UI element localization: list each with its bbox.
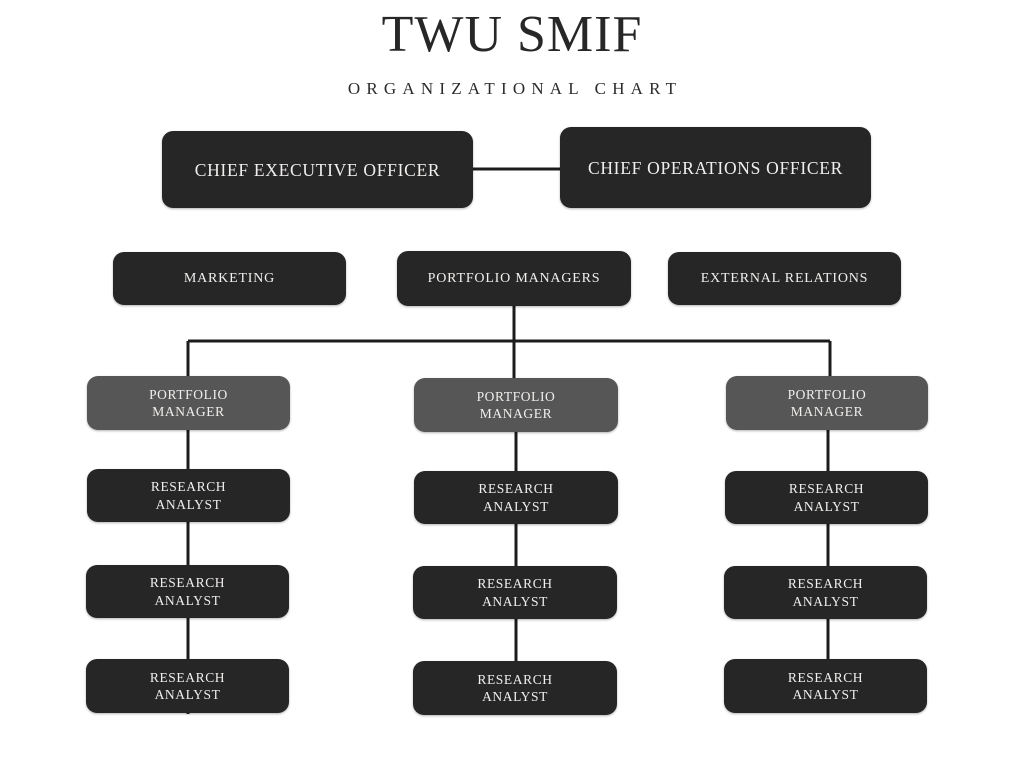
- node-label: RESEARCH ANALYST: [477, 671, 553, 705]
- node-label: RESEARCH ANALYST: [149, 669, 226, 703]
- node-label: CHIEF OPERATIONS OFFICER: [587, 157, 844, 178]
- node-chief-operations-officer[interactable]: CHIEF OPERATIONS OFFICER: [560, 127, 871, 208]
- node-label: RESEARCH ANALYST: [150, 479, 227, 512]
- node-label: CHIEF EXECUTIVE OFFICER: [194, 159, 441, 180]
- node-label: MARKETING: [183, 270, 276, 286]
- node-research-analyst-2-1[interactable]: RESEARCH ANALYST: [414, 471, 618, 524]
- node-portfolio-manager-1[interactable]: PORTFOLIO MANAGER: [87, 376, 290, 430]
- node-label: RESEARCH ANALYST: [478, 481, 554, 514]
- node-research-analyst-1-3[interactable]: RESEARCH ANALYST: [86, 659, 289, 713]
- node-label: RESEARCH ANALYST: [788, 481, 865, 514]
- page-subtitle: ORGANIZATIONAL CHART: [347, 79, 683, 98]
- node-label: EXTERNAL RELATIONS: [700, 270, 869, 286]
- node-marketing[interactable]: MARKETING: [113, 252, 346, 305]
- node-chief-executive-officer[interactable]: CHIEF EXECUTIVE OFFICER: [162, 131, 473, 208]
- node-portfolio-manager-3[interactable]: PORTFOLIO MANAGER: [726, 376, 928, 430]
- node-label: PORTFOLIO MANAGERS: [427, 270, 601, 286]
- node-label: PORTFOLIO MANAGER: [149, 386, 228, 420]
- node-external-relations[interactable]: EXTERNAL RELATIONS: [668, 252, 901, 305]
- node-label: PORTFOLIO MANAGER: [476, 388, 556, 422]
- node-research-analyst-3-2[interactable]: RESEARCH ANALYST: [724, 566, 927, 619]
- node-research-analyst-2-3[interactable]: RESEARCH ANALYST: [413, 661, 617, 715]
- node-label: RESEARCH ANALYST: [477, 576, 553, 609]
- node-research-analyst-3-1[interactable]: RESEARCH ANALYST: [725, 471, 928, 524]
- node-label: RESEARCH ANALYST: [787, 669, 864, 703]
- node-research-analyst-3-3[interactable]: RESEARCH ANALYST: [724, 659, 927, 713]
- node-label: RESEARCH ANALYST: [149, 575, 226, 608]
- node-research-analyst-1-2[interactable]: RESEARCH ANALYST: [86, 565, 289, 618]
- node-research-analyst-1-1[interactable]: RESEARCH ANALYST: [87, 469, 290, 522]
- node-label: PORTFOLIO MANAGER: [787, 386, 867, 420]
- node-label: RESEARCH ANALYST: [787, 576, 864, 609]
- node-research-analyst-2-2[interactable]: RESEARCH ANALYST: [413, 566, 617, 619]
- page-title: TWU SMIF: [381, 6, 643, 63]
- node-portfolio-managers[interactable]: PORTFOLIO MANAGERS: [397, 251, 631, 306]
- node-portfolio-manager-2[interactable]: PORTFOLIO MANAGER: [414, 378, 618, 432]
